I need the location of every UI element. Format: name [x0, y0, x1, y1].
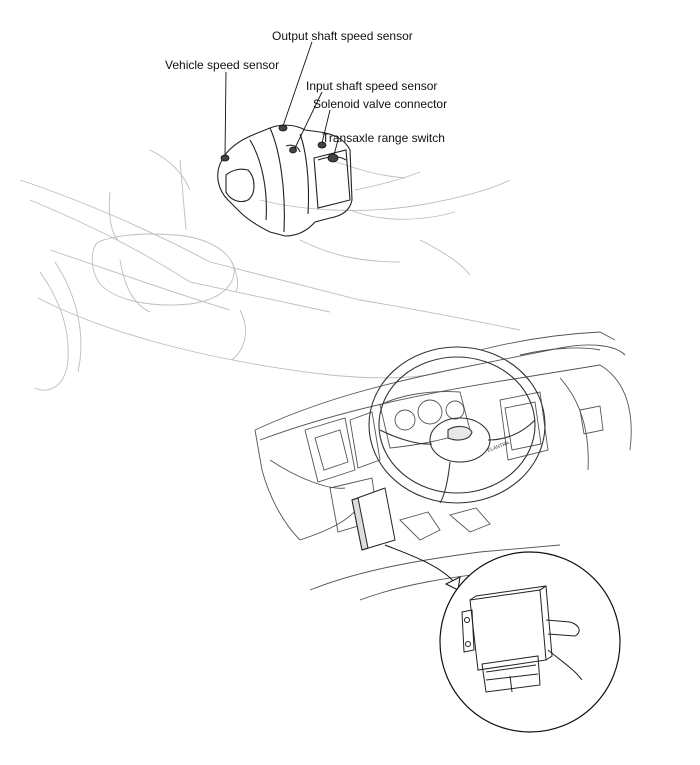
detail-arrow	[384, 544, 461, 591]
label-input-shaft-speed-sensor: Input shaft speed sensor	[306, 79, 438, 93]
tcm-detail-view	[439, 551, 621, 733]
label-vehicle-speed-sensor: Vehicle speed sensor	[165, 58, 280, 72]
label-output-shaft-speed-sensor: Output shaft speed sensor	[272, 29, 413, 43]
transaxle-range-switch-marker	[327, 153, 339, 163]
leader-output-shaft	[282, 41, 313, 127]
leader-lines	[224, 41, 339, 157]
label-transaxle-range-switch: Transaxle range switch	[322, 131, 445, 145]
leader-vehicle-speed	[224, 71, 227, 157]
transaxle-assembly	[217, 124, 353, 237]
steering-wheel	[368, 346, 546, 504]
label-solenoid-valve-connector: Solenoid valve connector	[313, 97, 448, 111]
dashboard-outline	[254, 331, 632, 601]
leader-input-shaft	[294, 91, 323, 149]
leader-transaxle-range	[333, 139, 339, 156]
tcm-in-dash	[351, 487, 396, 551]
engine-bay-outline	[19, 149, 521, 391]
leader-solenoid	[321, 109, 331, 144]
input-shaft-speed-sensor-marker	[289, 146, 297, 154]
